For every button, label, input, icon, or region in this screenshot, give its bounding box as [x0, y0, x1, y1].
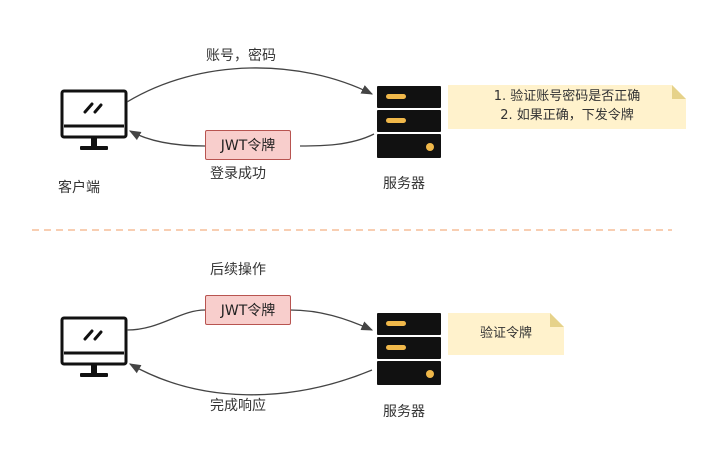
client-label: 客户端: [58, 180, 100, 196]
server-label: 服务器: [383, 176, 425, 192]
server-rack-icon: [377, 313, 441, 385]
request-label: 后续操作: [210, 262, 266, 278]
note-text: 验证令牌: [479, 325, 532, 341]
response-arrow: [130, 131, 375, 147]
jwt-token-badge: JWT令牌: [205, 295, 291, 325]
request-arrow: [126, 67, 374, 103]
server-note: 1. 验证账号密码是否正确 2. 如果正确，下发令牌: [448, 85, 686, 129]
server-rack-icon: [377, 86, 441, 158]
response-label: 完成响应: [210, 398, 266, 414]
client-monitor-icon: [60, 89, 128, 152]
server-note: 验证令牌: [448, 313, 564, 355]
request-label: 账号，密码: [206, 48, 276, 64]
response-label: 登录成功: [210, 166, 266, 182]
server-label: 服务器: [383, 404, 425, 420]
client-monitor-icon: [60, 316, 128, 379]
folded-corner-icon: [672, 85, 686, 99]
response-arrow: [128, 363, 373, 396]
note-line-1: 1. 验证账号密码是否正确: [493, 89, 641, 105]
request-arrow: [126, 309, 372, 330]
jwt-token-badge: JWT令牌: [205, 130, 291, 160]
note-line-2: 2. 如果正确，下发令牌: [500, 108, 634, 123]
folded-corner-icon: [550, 313, 564, 327]
